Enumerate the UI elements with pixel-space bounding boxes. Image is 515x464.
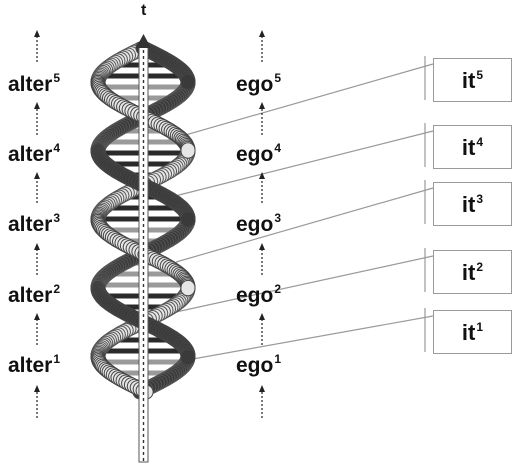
connector-line — [174, 130, 434, 197]
ego-label-5: ego5 — [236, 71, 282, 96]
it-box-1: it1 — [433, 310, 512, 354]
ego-arrow-head — [259, 172, 265, 179]
ego-arrow-head — [259, 30, 265, 37]
connector-lines — [167, 56, 434, 363]
connector-line — [175, 255, 434, 313]
alter-label-5: alter5 — [8, 71, 61, 96]
alter-label-3: alter3 — [8, 211, 61, 236]
connector-line — [175, 187, 434, 263]
it-box-3: it3 — [433, 182, 512, 226]
ego-label-1: ego1 — [236, 352, 282, 377]
alter-arrow-head — [34, 243, 40, 250]
ego-label-2: ego2 — [236, 282, 282, 307]
alter-arrow-head — [34, 30, 40, 37]
connector-line — [175, 315, 434, 363]
ego-arrow-head — [259, 313, 265, 320]
time-axis-label: t — [141, 2, 147, 19]
progression-arrows — [34, 30, 265, 418]
alter-label-4: alter4 — [8, 141, 61, 166]
time-axis — [136, 34, 151, 463]
alter-label-1: alter1 — [8, 352, 61, 377]
it-box-2: it2 — [433, 250, 512, 294]
ego-label-4: ego4 — [236, 141, 282, 166]
ego-arrow-head — [259, 385, 265, 392]
alter-arrow-head — [34, 385, 40, 392]
helix — [90, 40, 196, 400]
ego-arrow-head — [259, 243, 265, 250]
alter-label-2: alter2 — [8, 282, 61, 307]
it-box-4: it4 — [433, 125, 512, 169]
alter-arrow-head — [34, 313, 40, 320]
alter-arrow-head — [34, 102, 40, 109]
ego-arrow-head — [259, 102, 265, 109]
it-box-5: it5 — [433, 58, 512, 102]
alter-arrow-head — [34, 172, 40, 179]
ego-label-3: ego3 — [236, 211, 282, 236]
time-axis-arrowhead — [136, 34, 151, 48]
connector-line — [167, 63, 434, 141]
